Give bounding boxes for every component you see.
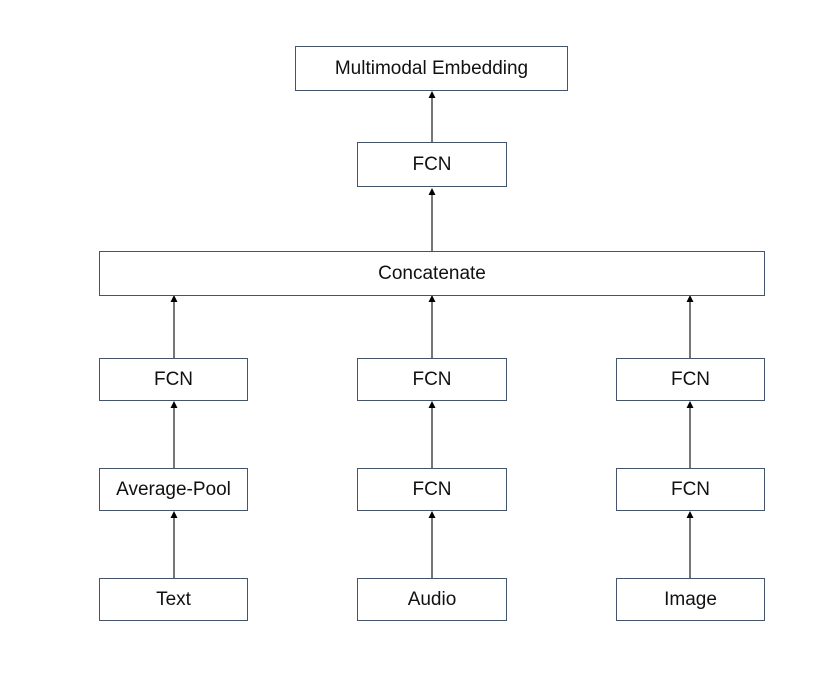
audio-input-box: Audio — [357, 578, 507, 621]
fcn-text-upper-box: FCN — [99, 358, 248, 401]
arrow-fcn-audio-lower-to-upper — [428, 401, 436, 468]
arrow-fcn-audio-to-concatenate — [428, 295, 436, 358]
fcn-audio-upper-box: FCN — [357, 358, 507, 401]
multimodal-embedding-box: Multimodal Embedding — [295, 46, 568, 91]
image-input-box: Image — [616, 578, 765, 621]
average-pool-box: Average-Pool — [99, 468, 248, 511]
arrow-average-pool-to-fcn-text — [170, 401, 178, 468]
text-input-box: Text — [99, 578, 248, 621]
arrow-text-to-average-pool — [170, 511, 178, 578]
fcn-image-upper-box: FCN — [616, 358, 765, 401]
arrow-fcn-text-to-concatenate — [170, 295, 178, 358]
fcn-audio-lower-box: FCN — [357, 468, 507, 511]
fcn-top-box: FCN — [357, 142, 507, 187]
arrow-audio-to-fcn-lower — [428, 511, 436, 578]
arrow-concatenate-to-fcn-top — [428, 188, 436, 251]
arrow-fcn-image-lower-to-upper — [686, 401, 694, 468]
arrow-image-to-fcn-lower — [686, 511, 694, 578]
arrow-fcn-top-to-embedding — [428, 91, 436, 142]
arrow-fcn-image-to-concatenate — [686, 295, 694, 358]
concatenate-box: Concatenate — [99, 251, 765, 296]
fcn-image-lower-box: FCN — [616, 468, 765, 511]
